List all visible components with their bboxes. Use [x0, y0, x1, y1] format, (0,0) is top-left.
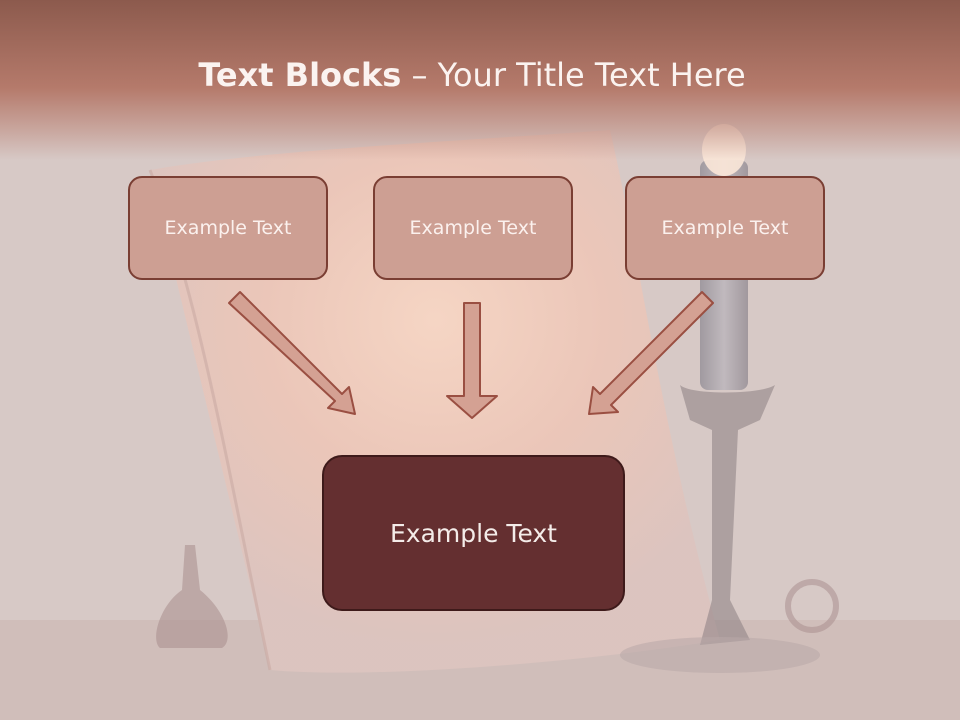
top-block-2: Example Text: [373, 176, 573, 280]
title-bold-text: Text Blocks: [198, 56, 402, 94]
top-block-1-text: Example Text: [164, 217, 292, 239]
result-block-text: Example Text: [390, 518, 557, 548]
top-block-1: Example Text: [128, 176, 328, 280]
result-block: Example Text: [322, 455, 625, 611]
arrow-left-diagonal: [228, 291, 356, 415]
arrow-right-diagonal: [588, 291, 714, 415]
title-band: [0, 0, 960, 160]
arrow-center-down: [446, 302, 498, 419]
top-block-2-text: Example Text: [409, 217, 537, 239]
top-block-3: Example Text: [625, 176, 825, 280]
top-block-3-text: Example Text: [661, 217, 789, 239]
slide-title: Text Blocks – Your Title Text Here: [0, 56, 944, 94]
title-rest-text: – Your Title Text Here: [401, 56, 746, 94]
